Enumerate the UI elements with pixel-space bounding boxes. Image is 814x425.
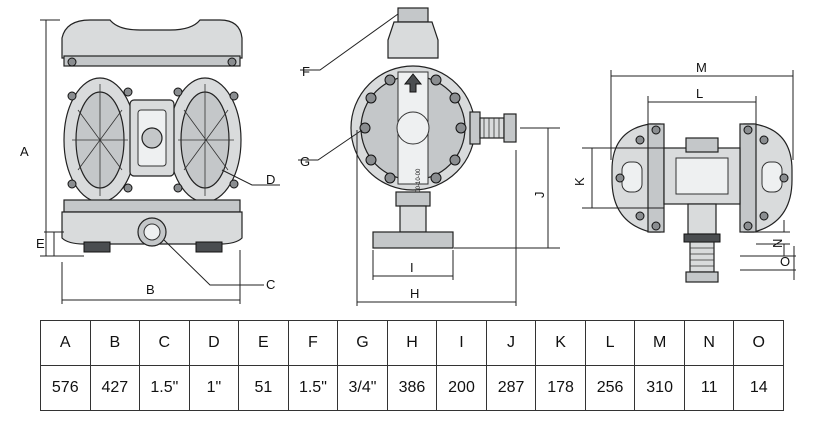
label-H: H xyxy=(410,286,419,301)
table-header-cell: H xyxy=(386,320,438,366)
table-value-cell: 1.5" xyxy=(139,365,190,411)
label-B: B xyxy=(146,282,155,297)
table-value-cell: 256 xyxy=(584,365,636,411)
pump-dimension-drawing: A E B C D xyxy=(20,7,796,306)
label-D: D xyxy=(266,172,275,187)
top-view: M L K N O xyxy=(572,60,796,283)
table-header-row: A B C D E F G H I J K L M N O xyxy=(40,320,784,366)
table-header-cell: N xyxy=(683,320,735,366)
table-header-cell: L xyxy=(584,320,636,366)
label-C: C xyxy=(266,277,275,292)
table-value-cell: 51 xyxy=(238,365,289,411)
side-view-model-text: 200-10-00 xyxy=(416,168,422,196)
label-K: K xyxy=(572,177,587,186)
table-value-cell: 287 xyxy=(485,365,537,411)
table-header-cell: A xyxy=(40,320,91,366)
label-O: O xyxy=(780,254,790,269)
label-I: I xyxy=(410,260,414,275)
table-header-cell: C xyxy=(139,320,190,366)
table-value-cell: 3/4" xyxy=(337,365,388,411)
table-value-cell: 178 xyxy=(535,365,586,411)
dimension-table: A B C D E F G H I J K L M N O 576 427 1.… xyxy=(40,320,784,411)
label-L: L xyxy=(696,86,703,101)
table-header-cell: E xyxy=(238,320,289,366)
table-value-cell: 310 xyxy=(634,365,685,411)
table-header-cell: M xyxy=(634,320,685,366)
side-view: 200-10-00 F G J I H xyxy=(298,7,560,306)
table-header-cell: I xyxy=(436,320,487,366)
label-E: E xyxy=(36,236,45,251)
table-header-cell: B xyxy=(89,320,141,366)
table-value-cell: 11 xyxy=(683,365,735,411)
label-M: M xyxy=(696,60,707,75)
table-value-row: 576 427 1.5" 1" 51 1.5" 3/4" 386 200 287… xyxy=(40,365,784,411)
label-G: G xyxy=(300,154,310,169)
table-value-cell: 200 xyxy=(436,365,487,411)
table-header-cell: O xyxy=(733,320,784,366)
table-header-cell: K xyxy=(535,320,586,366)
label-A: A xyxy=(20,144,29,159)
table-value-cell: 14 xyxy=(733,365,784,411)
label-N: N xyxy=(770,239,785,248)
table-header-cell: J xyxy=(485,320,537,366)
front-view: A E B C D xyxy=(20,19,280,304)
table-value-cell: 576 xyxy=(40,365,91,411)
table-header-cell: F xyxy=(287,320,339,366)
table-value-cell: 1" xyxy=(188,365,240,411)
label-J: J xyxy=(532,192,547,199)
label-F: F xyxy=(302,64,310,79)
table-value-cell: 1.5" xyxy=(287,365,339,411)
table-header-cell: D xyxy=(188,320,240,366)
table-value-cell: 427 xyxy=(89,365,141,411)
table-header-cell: G xyxy=(337,320,388,366)
table-value-cell: 386 xyxy=(386,365,438,411)
